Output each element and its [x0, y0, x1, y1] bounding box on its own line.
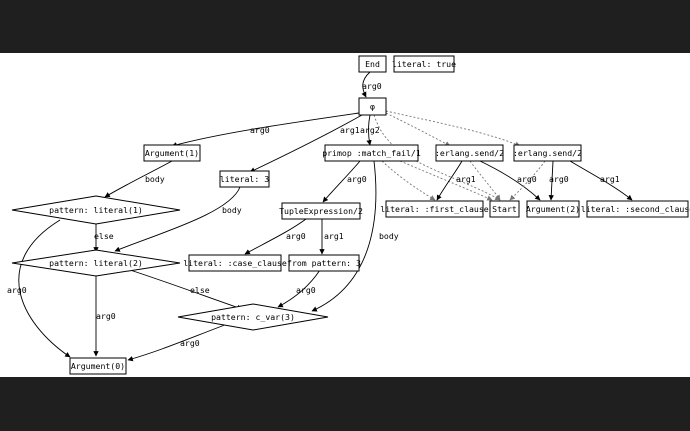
edge-primop-start-dotted	[399, 160, 493, 201]
graph-svg: arg0 arg0 arg1 arg2 body body else arg0 …	[7, 55, 690, 375]
edge-sendA-first-clause	[436, 160, 463, 201]
node-tuple-expression-label: TupleExpression/2	[279, 206, 363, 216]
edge-phi-sendA-dotted	[385, 112, 451, 147]
node-end[interactable]: End	[358, 55, 387, 73]
node-primop-label: primop :match_fail/1	[322, 148, 421, 158]
node-literal-second-clause-label: literal: :second_clause	[581, 204, 690, 214]
edge-phi-literal3	[249, 114, 363, 173]
edge-label-primop-tuple: arg0	[347, 174, 367, 184]
node-literal-first-clause-label: literal: :first_clause	[380, 204, 489, 214]
node-argument2-label: Argument(2)	[526, 204, 580, 214]
edge-argument1-plit1	[104, 160, 173, 198]
edge-primop-tuple	[322, 160, 361, 203]
node-argument0-label: Argument(0)	[71, 361, 125, 371]
edge-primop-first-clause-dotted	[381, 160, 436, 201]
edges: arg0 arg0 arg1 arg2 body body else arg0 …	[7, 71, 633, 362]
node-phi-label: φ	[370, 102, 375, 112]
edge-sendA-start-dotted	[469, 160, 501, 201]
edge-label-plit2-cvar3: else	[190, 285, 210, 295]
edge-label-plit1-argument0: arg0	[7, 285, 27, 295]
node-pattern-cvar3[interactable]: pattern: c_var(3)	[177, 303, 329, 331]
node-literal-true[interactable]: literal: true	[392, 55, 456, 73]
node-pattern-literal2-label: pattern: literal(2)	[49, 258, 143, 268]
edge-label-from-pattern-cvar3: arg0	[296, 285, 316, 295]
edge-literal3-plit2	[114, 186, 241, 252]
node-start[interactable]: Start	[489, 200, 520, 218]
graph-canvas: arg0 arg0 arg1 arg2 body body else arg0 …	[0, 53, 690, 377]
edge-phi-argument1	[171, 112, 360, 148]
edge-label-phi-primop: arg2	[360, 125, 380, 135]
edge-label-tuple-case-clause: arg0	[286, 231, 306, 241]
node-tuple-expression[interactable]: TupleExpression/2	[279, 202, 363, 220]
edge-label-sendA-argument2: arg0	[517, 174, 537, 184]
edge-plit2-cvar3	[129, 269, 243, 310]
node-erlang-send-a[interactable]: :erlang.send/2	[435, 144, 504, 162]
edge-end-phi	[361, 71, 371, 98]
edge-phi-sendB-dotted	[385, 110, 521, 147]
node-literal-second-clause[interactable]: literal: :second_clause	[581, 200, 690, 218]
edge-label-primop-cvar3: body	[379, 231, 399, 241]
node-pattern-literal2[interactable]: pattern: literal(2)	[11, 249, 181, 277]
edge-label-sendA-first-clause: arg1	[456, 174, 476, 184]
node-literal-case-clause-label: literal: :case_clause	[183, 258, 287, 268]
edge-sendB-argument2	[548, 160, 554, 201]
edge-label-phi-literal3: arg1	[340, 125, 360, 135]
edge-cvar3-argument0	[127, 322, 231, 362]
edge-sendA-argument2	[479, 160, 541, 201]
node-argument0[interactable]: Argument(0)	[69, 357, 127, 375]
edge-label-phi-argument1: arg0	[250, 125, 270, 135]
edge-phi-start-dotted	[373, 114, 501, 201]
edge-label-literal3-plit2: body	[222, 205, 242, 215]
edge-label-sendB-second-clause: arg1	[600, 174, 620, 184]
edge-label-plit2-argument0: arg0	[96, 311, 116, 321]
node-literal-case-clause[interactable]: literal: :case_clause	[183, 254, 287, 272]
node-phi[interactable]: φ	[358, 97, 387, 116]
node-pattern-literal1-label: pattern: literal(1)	[49, 205, 143, 215]
node-argument1-label: Argument(1)	[145, 148, 199, 158]
nodes: End literal: true φ Argument(1) primop :…	[11, 55, 690, 375]
node-literal-true-label: literal: true	[392, 59, 456, 69]
node-literal3[interactable]: literal: 3	[219, 170, 270, 188]
node-erlang-send-b[interactable]: :erlang.send/2	[513, 144, 582, 162]
top-letterbox	[0, 0, 690, 53]
edge-label-argument1-plit1: body	[145, 174, 165, 184]
edge-sendB-start-dotted	[509, 160, 546, 201]
node-pattern-cvar3-label: pattern: c_var(3)	[211, 312, 295, 322]
bottom-letterbox	[0, 377, 690, 431]
node-literal3-label: literal: 3	[220, 174, 269, 184]
node-literal-first-clause[interactable]: literal: :first_clause	[380, 200, 489, 218]
edge-label-sendB-argument2: arg0	[549, 174, 569, 184]
node-pattern-literal1[interactable]: pattern: literal(1)	[11, 195, 181, 225]
edge-label-cvar3-argument0: arg0	[180, 338, 200, 348]
edge-phi-primop	[366, 114, 372, 146]
edge-sendB-second-clause	[569, 160, 633, 201]
edge-label-tuple-from-pattern: arg1	[324, 231, 344, 241]
node-from-pattern3[interactable]: from pattern: 3	[287, 254, 361, 272]
node-start-label: Start	[492, 204, 517, 214]
node-from-pattern3-label: from pattern: 3	[287, 258, 361, 268]
node-argument1[interactable]: Argument(1)	[143, 144, 201, 162]
node-erlang-send-a-label: :erlang.send/2	[435, 148, 504, 158]
node-primop[interactable]: primop :match_fail/1	[322, 144, 421, 162]
edge-plit1-argument0	[18, 219, 71, 358]
node-argument2[interactable]: Argument(2)	[526, 200, 580, 218]
node-end-label: End	[365, 59, 380, 69]
edge-label-end-phi: arg0	[362, 81, 382, 91]
edge-primop-cvar3	[311, 160, 377, 312]
edge-from-pattern-cvar3	[277, 269, 321, 308]
edge-tuple-case-clause	[244, 218, 307, 255]
node-erlang-send-b-label: :erlang.send/2	[513, 148, 582, 158]
edge-label-plit1-plit2: else	[94, 231, 114, 241]
